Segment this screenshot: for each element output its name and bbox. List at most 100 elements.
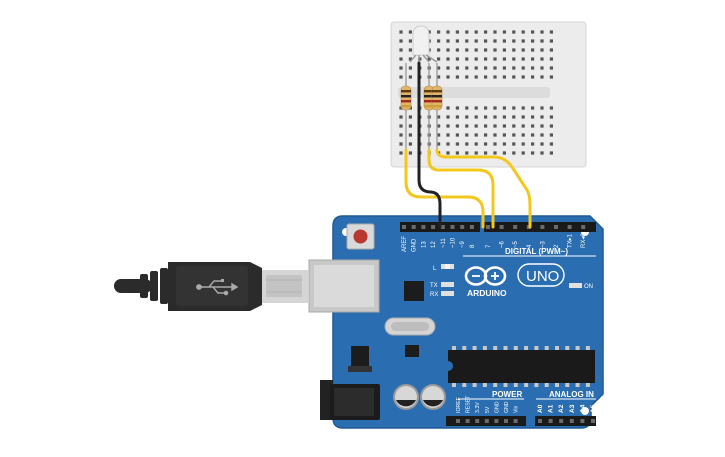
chip-pin [585, 383, 590, 387]
resistor-1[interactable] [400, 63, 412, 150]
breadboard-hole [549, 133, 553, 137]
header-pin[interactable] [540, 225, 545, 229]
header-pin[interactable] [569, 419, 574, 423]
header-pin[interactable] [469, 225, 474, 229]
chip-pin [544, 383, 549, 387]
usb-cable[interactable] [114, 262, 308, 311]
breadboard-hole [446, 39, 450, 43]
breadboard-hole [446, 48, 450, 52]
header-pin[interactable] [421, 225, 426, 229]
breadboard-hole [531, 39, 535, 43]
chip-pin [452, 346, 456, 350]
breadboard-hole [408, 66, 412, 70]
breadboard-hole [484, 75, 488, 79]
breadboard-hole [437, 66, 441, 70]
breadboard-hole [521, 115, 525, 119]
breadboard-hole [455, 30, 459, 34]
breadboard-hole [446, 115, 450, 119]
wire-yellow-pin-10[interactable] [404, 148, 485, 229]
header-pin[interactable] [460, 225, 465, 229]
breadboard-hole [540, 30, 544, 34]
power-header[interactable] [446, 416, 526, 426]
breadboard-hole [446, 133, 450, 137]
breadboard[interactable] [390, 21, 587, 168]
resistor-2[interactable] [423, 63, 435, 150]
power-pin-label: GND [494, 401, 500, 413]
header-pin[interactable] [513, 419, 518, 423]
header-pin[interactable] [465, 419, 470, 423]
digital-pin-label: ~6 [500, 240, 506, 248]
header-pin[interactable] [456, 419, 460, 423]
header-pin[interactable] [499, 225, 504, 229]
breadboard-hole [521, 30, 525, 34]
chip-pin [524, 383, 529, 387]
chip-pin [524, 346, 529, 350]
breadboard-hole [549, 66, 553, 70]
breadboard-hole [474, 115, 478, 119]
resistor-3[interactable] [431, 63, 443, 150]
breadboard-hole [521, 142, 525, 146]
breadboard-hole [455, 48, 459, 52]
breadboard-hole [512, 30, 516, 34]
breadboard-hole [455, 39, 459, 43]
svg-text:ON: ON [584, 284, 593, 290]
digital-pin-label: 2 [554, 244, 560, 248]
breadboard-hole [540, 106, 544, 110]
header-pin[interactable] [513, 225, 518, 229]
breadboard-hole [399, 142, 403, 146]
breadboard-hole [484, 48, 488, 52]
wire-yellow-pin-6[interactable] [435, 148, 532, 229]
digital-pin-label: ~10 [451, 237, 457, 248]
header-pin[interactable] [402, 225, 406, 229]
breadboard-hole [465, 142, 469, 146]
breadboard-hole [408, 133, 412, 137]
power-pin-label: RESET [466, 395, 472, 413]
breadboard-hole [512, 133, 516, 137]
header-pin[interactable] [450, 225, 455, 229]
breadboard-hole [399, 115, 403, 119]
breadboard-hole [455, 57, 459, 61]
header-pin[interactable] [411, 225, 416, 229]
header-pin[interactable] [538, 419, 542, 423]
breadboard-hole [493, 151, 497, 155]
header-pin[interactable] [440, 225, 445, 229]
rgb-led[interactable] [409, 25, 438, 64]
chip-pin [534, 346, 539, 350]
wire-yellow-pin-9[interactable] [427, 148, 495, 229]
breadboard-hole [446, 66, 450, 70]
digital-header[interactable] [400, 222, 596, 232]
breadboard-hole [474, 124, 478, 128]
header-pin[interactable] [475, 419, 480, 423]
breadboard-hole [512, 142, 516, 146]
header-pin[interactable] [591, 419, 595, 423]
breadboard-hole [540, 48, 544, 52]
wire-black-gnd[interactable] [417, 148, 442, 229]
header-pin[interactable] [548, 419, 553, 423]
reset-button[interactable] [346, 223, 375, 250]
header-pin[interactable] [486, 225, 490, 229]
uno-model-label: UNO [526, 268, 559, 285]
breadboard-hole [474, 142, 478, 146]
breadboard-hole [427, 57, 431, 61]
breadboard-hole [549, 142, 553, 146]
header-pin[interactable] [581, 225, 586, 229]
breadboard-hole [408, 75, 412, 79]
atmega-microcontroller [448, 346, 595, 387]
header-pin[interactable] [494, 419, 499, 423]
breadboard-hole [446, 151, 450, 155]
header-pin[interactable] [559, 419, 564, 423]
breadboard-hole [408, 151, 412, 155]
breadboard-hole [446, 57, 450, 61]
header-pin[interactable] [431, 225, 436, 229]
breadboard-hole [502, 39, 506, 43]
breadboard-hole [484, 57, 488, 61]
header-pin[interactable] [567, 225, 572, 229]
header-pin[interactable] [580, 419, 585, 423]
header-pin[interactable] [484, 419, 489, 423]
breadboard-hole [408, 115, 412, 119]
breadboard-hole [531, 48, 535, 52]
analog-header[interactable] [535, 416, 596, 426]
header-pin[interactable] [554, 225, 558, 229]
header-pin[interactable] [504, 419, 508, 423]
